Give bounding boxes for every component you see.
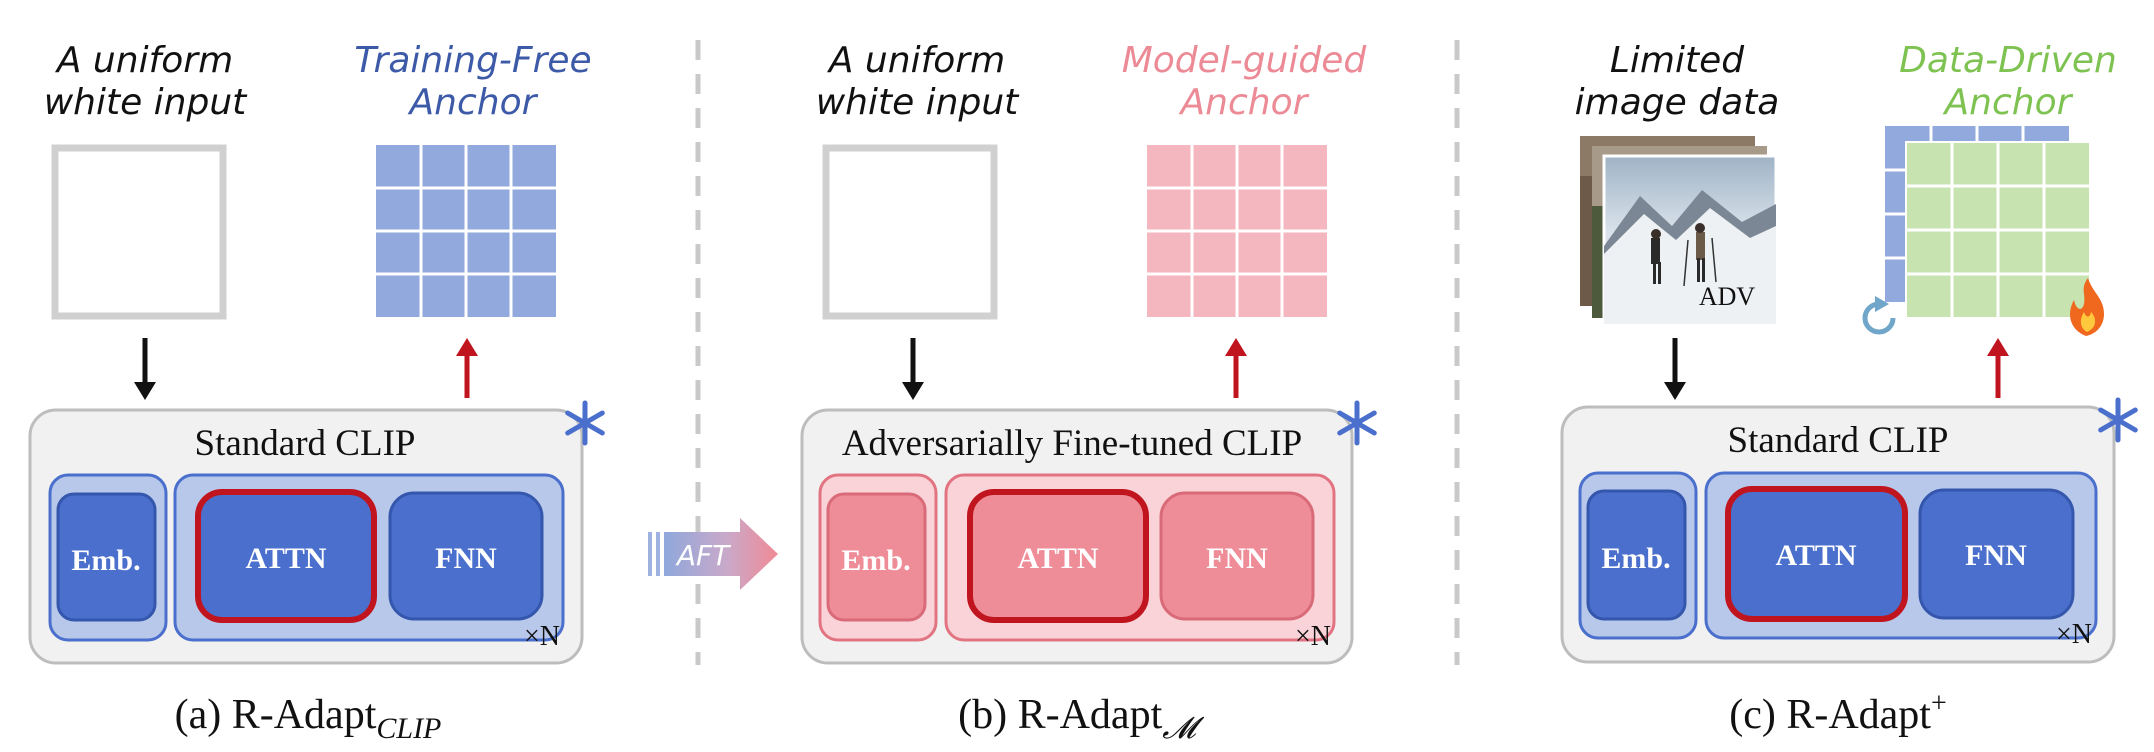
repeat-label: ×N (2056, 619, 2092, 650)
anchor-label-line2: Anchor (408, 82, 539, 123)
embedding-label: Emb. (841, 544, 910, 577)
input-label-line2: white input (44, 82, 248, 123)
white-input-image (51, 144, 227, 320)
attention-label: ATTN (245, 542, 326, 575)
snowflake-icon (565, 400, 605, 446)
fire-icon (2070, 278, 2104, 336)
panel-b: A uniform white input Model-guided Ancho… (800, 40, 1377, 745)
down-arrow-black (134, 338, 156, 400)
snowflake-icon (1337, 400, 1377, 446)
anchor-label-line1: Training-Free (354, 40, 591, 81)
embedding-block (1586, 489, 1687, 621)
embedding-block (56, 492, 157, 622)
attention-label: ATTN (1017, 542, 1098, 575)
anchor-label-line2: Anchor (1179, 82, 1310, 123)
model-title: Standard CLIP (1728, 420, 1949, 461)
model-title: Adversarially Fine-tuned CLIP (842, 423, 1302, 464)
repeat-label: ×N (524, 621, 560, 652)
model-guided-anchor-grid (1147, 145, 1327, 317)
embedding-label: Emb. (71, 544, 140, 577)
image-data-stack: ADV (1580, 136, 1778, 326)
fnn-block (1918, 488, 2075, 620)
anchor-label-line2: Anchor (1943, 82, 2074, 123)
down-arrow-black (902, 338, 924, 400)
aft-label: AFT (675, 539, 731, 572)
embedding-block (826, 492, 927, 622)
fnn-block (388, 491, 544, 621)
panel-caption: (b) R-Adapt𝓜 (958, 692, 1205, 745)
anchor-label-line1: Model-guided (1122, 40, 1368, 81)
snowflake-icon (2098, 397, 2138, 443)
input-label-line1: A uniform (55, 40, 233, 81)
panel-c: Limited image data Data-Driven Anchor (1560, 40, 2138, 738)
attention-block (967, 489, 1149, 623)
input-label-line1: A uniform (827, 40, 1005, 81)
up-arrow-red (456, 338, 478, 398)
repeat-label: ×N (1295, 621, 1331, 652)
input-label-line2: white input (816, 82, 1020, 123)
up-arrow-red (1987, 338, 2009, 398)
data-driven-anchor-grid (1885, 126, 2091, 319)
input-label-line1: Limited (1610, 40, 1745, 81)
down-arrow-black (1664, 338, 1686, 400)
snow-photo (1602, 154, 1778, 326)
panel-caption: (a) R-AdaptCLIP (175, 692, 442, 745)
attention-label: ATTN (1775, 539, 1856, 572)
anchor-label-line1: Data-Driven (1899, 40, 2117, 81)
white-input-image (822, 144, 998, 320)
fnn-label: FNN (435, 542, 497, 575)
up-arrow-red (1225, 338, 1247, 398)
embedding-label: Emb. (1601, 542, 1670, 575)
attention-block (195, 489, 377, 623)
training-free-anchor-grid (376, 145, 556, 317)
input-label-line2: image data (1575, 82, 1780, 123)
panel-caption: (c) R-Adapt+ (1729, 688, 1947, 738)
adv-label: ADV (1699, 282, 1756, 311)
fnn-label: FNN (1965, 539, 2027, 572)
refresh-icon (1862, 296, 1896, 335)
fnn-block (1159, 491, 1315, 621)
aft-arrow: AFT (648, 518, 778, 590)
model-title: Standard CLIP (195, 423, 416, 464)
panel-a: A uniform white input Training-Free Anch… (28, 40, 605, 745)
attention-block (1725, 486, 1908, 622)
fnn-label: FNN (1206, 542, 1268, 575)
